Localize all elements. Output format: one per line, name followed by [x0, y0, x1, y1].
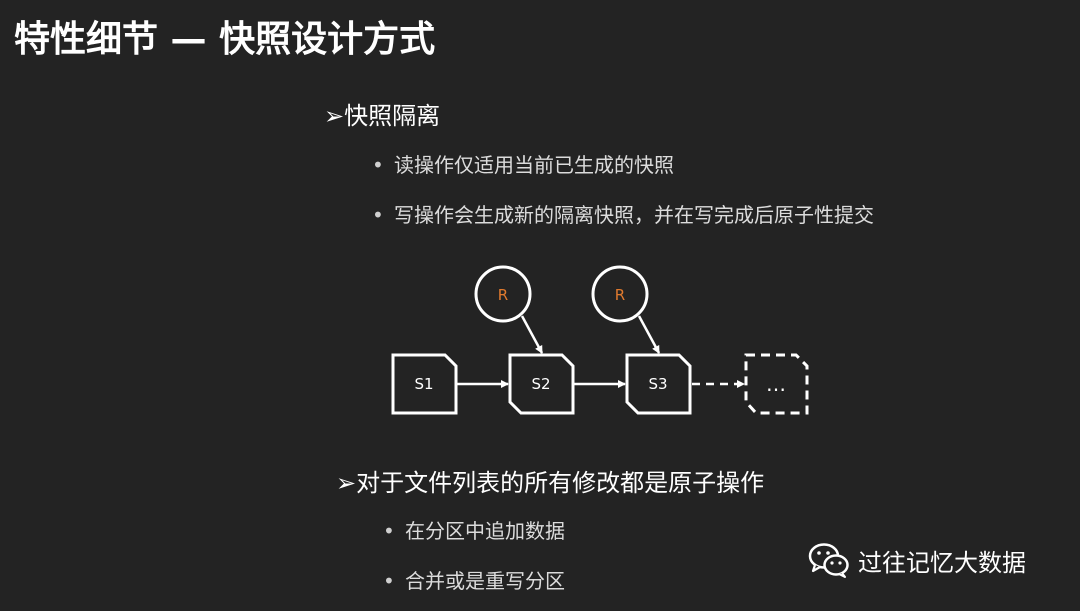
snapshot-node-s3: S3: [625, 353, 692, 415]
watermark-text: 过往记忆大数据: [858, 548, 1026, 577]
reader-label: R: [615, 286, 625, 304]
snapshot-label: S2: [531, 375, 550, 393]
snapshot-node-s2: S2: [508, 353, 575, 415]
snapshot-node-s1: S1: [391, 353, 458, 415]
reader-label: R: [498, 286, 508, 304]
reader-node-1: R: [474, 265, 532, 323]
snapshot-diagram: R R S1 S2 S3 …: [391, 265, 809, 415]
bullet-text: 合并或是重写分区: [405, 569, 565, 593]
wechat-icon: [808, 543, 849, 578]
snapshot-node-pending: …: [744, 353, 809, 415]
bullet-item: • 写操作会生成新的隔离快照，并在写完成后原子性提交: [372, 199, 874, 228]
section-heading-atomic-operations: ➢对于文件列表的所有修改都是原子操作: [336, 469, 765, 497]
snapshot-label: S1: [414, 375, 433, 393]
bullet-item: • 读操作仅适用当前已生成的快照: [372, 149, 674, 178]
watermark: 过往记忆大数据: [808, 542, 1026, 578]
bullet-dot: •: [372, 153, 384, 177]
section-heading-snapshot-isolation: ➢快照隔离: [324, 102, 441, 130]
reader-node-2: R: [591, 265, 649, 323]
page-title: 特性细节 — 快照设计方式: [14, 19, 436, 60]
bullet-dot: •: [372, 203, 384, 227]
bullet-dot: •: [383, 569, 395, 593]
snapshot-label: …: [766, 372, 786, 396]
bullet-item: • 合并或是重写分区: [383, 565, 565, 594]
bullet-item: • 在分区中追加数据: [383, 515, 565, 544]
reader-arrow-1: [520, 315, 544, 354]
snapshot-label: S3: [648, 375, 667, 393]
bullet-text: 在分区中追加数据: [405, 519, 565, 543]
reader-arrow-2: [637, 315, 661, 354]
bullet-dot: •: [383, 519, 395, 543]
bullet-text: 写操作会生成新的隔离快照，并在写完成后原子性提交: [394, 203, 874, 227]
bullet-text: 读操作仅适用当前已生成的快照: [394, 153, 674, 177]
